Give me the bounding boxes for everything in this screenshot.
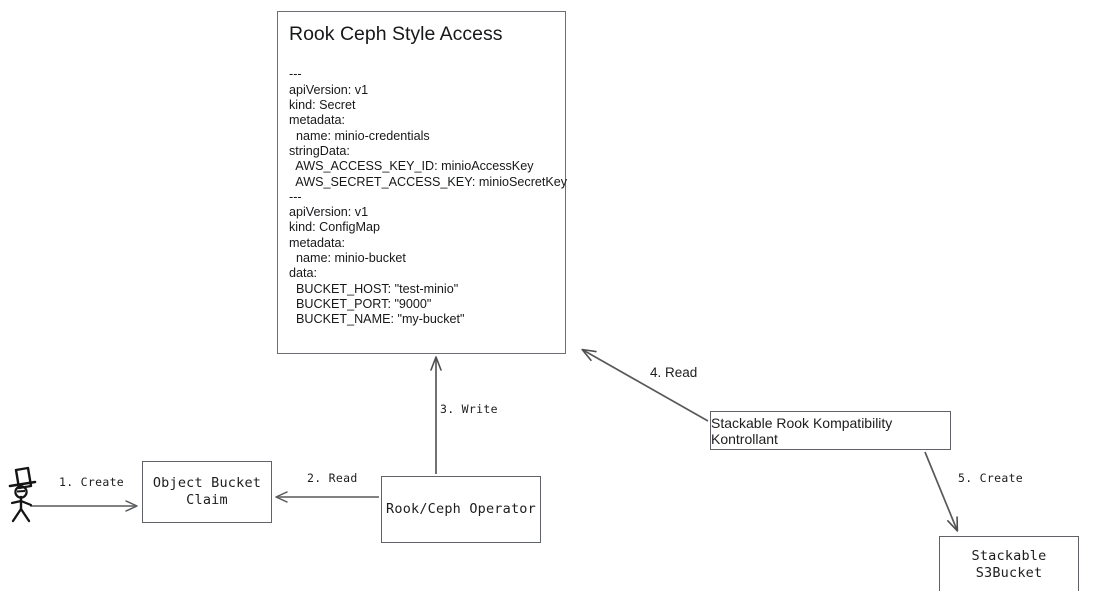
edge-label-create-obc: 1. Create	[59, 475, 125, 489]
node-stackable-s3bucket[interactable]: Stackable S3Bucket	[939, 536, 1079, 591]
node-rook-ceph-operator[interactable]: Rook/Ceph Operator	[381, 476, 541, 543]
edge-label-read-obc: 2. Read	[307, 471, 358, 485]
panel-yaml-content: --- apiVersion: v1 kind: Secret metadata…	[289, 67, 568, 327]
edge-read-secret	[581, 348, 709, 422]
edge-label-write-secret: 3. Write	[440, 402, 498, 416]
actor-stick-figure-icon	[8, 466, 37, 523]
edge-label-read-secret: 4. Read	[650, 365, 698, 380]
rook-ceph-style-access-panel: Rook Ceph Style Access --- apiVersion: v…	[277, 11, 568, 354]
node-stackable-rook-kompatibility-kontrollant[interactable]: Stackable Rook Kompatibility Kontrollant	[710, 411, 951, 450]
node-object-bucket-claim[interactable]: Object Bucket Claim	[142, 461, 272, 523]
edge-label-create-s3bucket: 5. Create	[958, 471, 1024, 485]
panel-title: Rook Ceph Style Access	[289, 23, 503, 45]
edge-create-s3bucket	[924, 451, 959, 532]
